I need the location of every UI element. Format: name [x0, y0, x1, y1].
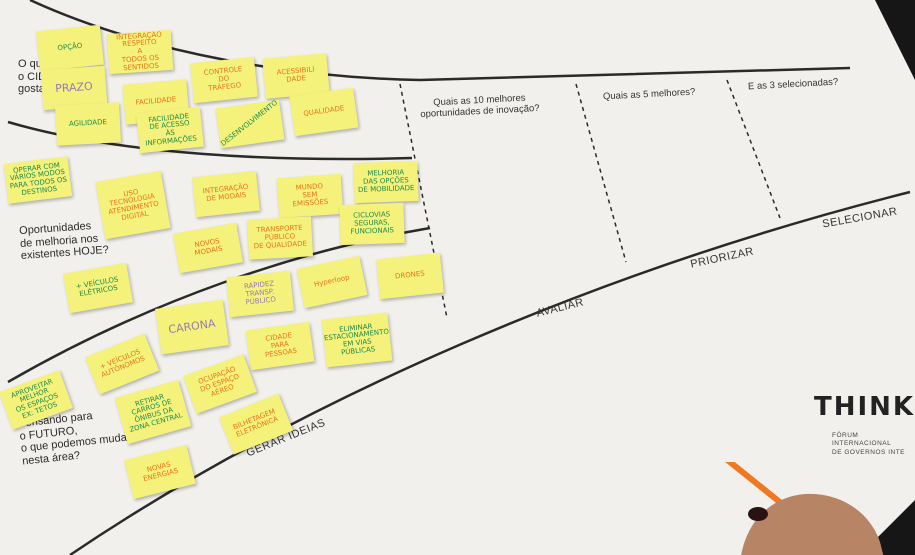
question-improvements-today: Oportunidades de melhoria nos existentes…	[18, 220, 110, 263]
sticky-text: FACILIDADE DE ACESSO ÀS INFORMAÇÕES	[144, 111, 198, 148]
sticky-note-uso-tecnologia: USO TECNOLOGIA ATENDIMENTO DIGITAL	[95, 170, 171, 240]
sticky-note-transporte-publico: TRANSPORTE PÚBLICO DE QUALIDADE	[246, 216, 314, 260]
divider-dashed-3	[726, 79, 781, 219]
sticky-text: CONTROLE DO TRÁFEGO	[203, 65, 243, 93]
sticky-text: INTEGRAÇÃO RESPEITO A TODOS OS SENTIDOS	[115, 30, 162, 72]
sticky-text: TRANSPORTE PÚBLICO DE QUALIDADE	[253, 224, 308, 251]
sticky-text: MELHORIA DAS OPÇÕES DE MOBILIDADE	[357, 168, 415, 194]
sticky-text: DRONES	[394, 269, 426, 281]
sticky-note-facilidade-acesso: FACILIDADE DE ACESSO ÀS INFORMAÇÕES	[136, 106, 204, 154]
sticky-text: MUNDO SEM EMISSÕES	[292, 182, 329, 209]
sticky-text: Hyperloop	[313, 273, 351, 289]
sticky-note-mundo-sem-emissoes: MUNDO SEM EMISSÕES	[276, 173, 344, 219]
sticky-note-drones: DRONES	[376, 252, 444, 300]
logo-subtitle: FÓRUM INTERNACIONAL DE GOVERNOS INTE	[832, 432, 906, 456]
sticky-note-agilidade: AGILIDADE	[54, 102, 122, 146]
sticky-note-controle-trafego: CONTROLE DO TRÁFEGO	[190, 56, 258, 104]
sticky-text: CIDADE PARA PESSOAS	[264, 331, 298, 359]
thinki-logo: THINKI	[814, 392, 915, 422]
sticky-text: NOVOS MODAIS	[193, 237, 224, 258]
sticky-text: USO TECNOLOGIA ATENDIMENTO DIGITAL	[107, 187, 160, 222]
sticky-text: + VEÍCULOS AUTÔNOMOS	[98, 347, 147, 380]
sticky-text: PRAZO	[54, 79, 94, 96]
sticky-note-ciclovias: CICLOVIAS SEGURAS, FUNCIONAIS	[339, 202, 405, 246]
sticky-note-integracao-respeito: INTEGRAÇÃO RESPEITO A TODOS OS SENTIDOS	[106, 29, 174, 75]
sticky-text: AGILIDADE	[68, 118, 108, 129]
sticky-text: RETIRAR CARROS DE ÔNIBUS DA ZONA CENTRAL	[128, 392, 184, 434]
sticky-text: OCUPAÇÃO DO ESPAÇO AÉREO	[197, 365, 241, 399]
sticky-text: FACILIDADE	[135, 95, 177, 107]
sticky-text: OPÇÃO	[57, 41, 83, 53]
sticky-text: CARONA	[167, 316, 217, 337]
divider-dashed-2	[575, 83, 627, 263]
fingernail	[748, 507, 768, 521]
sticky-text: QUALIDADE	[302, 104, 345, 118]
sticky-text: DESENVOLVIMENTO	[219, 99, 280, 148]
sticky-text: ELIMINAR ESTACIONAMENTO EM VIAS PÚBLICAS	[323, 321, 390, 357]
sticky-note-rapidez-transporte: RAPIDEZ TRANSP. PÚBLICO	[226, 270, 294, 318]
hand	[741, 493, 884, 555]
sticky-note-carona: CARONA	[155, 299, 229, 355]
sticky-note-melhoria-opcoes: MELHORIA DAS OPÇÕES DE MOBILIDADE	[353, 160, 419, 204]
sticky-text: CICLOVIAS SEGURAS, FUNCIONAIS	[350, 210, 395, 236]
sticky-text: RAPIDEZ TRANSP. PÚBLICO	[243, 279, 277, 307]
sticky-text: + VEÍCULOS ELÉTRICOS	[75, 275, 120, 299]
sticky-text: NOVAS ENERGIAS	[142, 460, 179, 484]
sticky-note-opcao: OPÇÃO	[36, 24, 104, 72]
hand-with-marker	[725, 462, 884, 555]
sticky-text: INTEGRAÇÃO DE MODAIS	[202, 182, 249, 204]
sticky-text: BILHETAGEM ELETRÔNICA	[231, 407, 280, 439]
sticky-text: OPERAR COM VÁRIOS MODOS PARA TODOS OS DE…	[9, 160, 68, 197]
sticky-text: ACESSIBILI DADE	[276, 65, 315, 84]
sticky-note-eliminar-estacionamento: ELIMINAR ESTACIONAMENTO EM VIAS PÚBLICAS	[321, 312, 393, 368]
sticky-note-integracao-modais: INTEGRAÇÃO DE MODAIS	[192, 170, 260, 218]
funnel-line-bottom	[69, 190, 911, 555]
sticky-note-operar-modos: OPERAR COM VÁRIOS MODOS PARA TODOS OS DE…	[3, 156, 73, 204]
